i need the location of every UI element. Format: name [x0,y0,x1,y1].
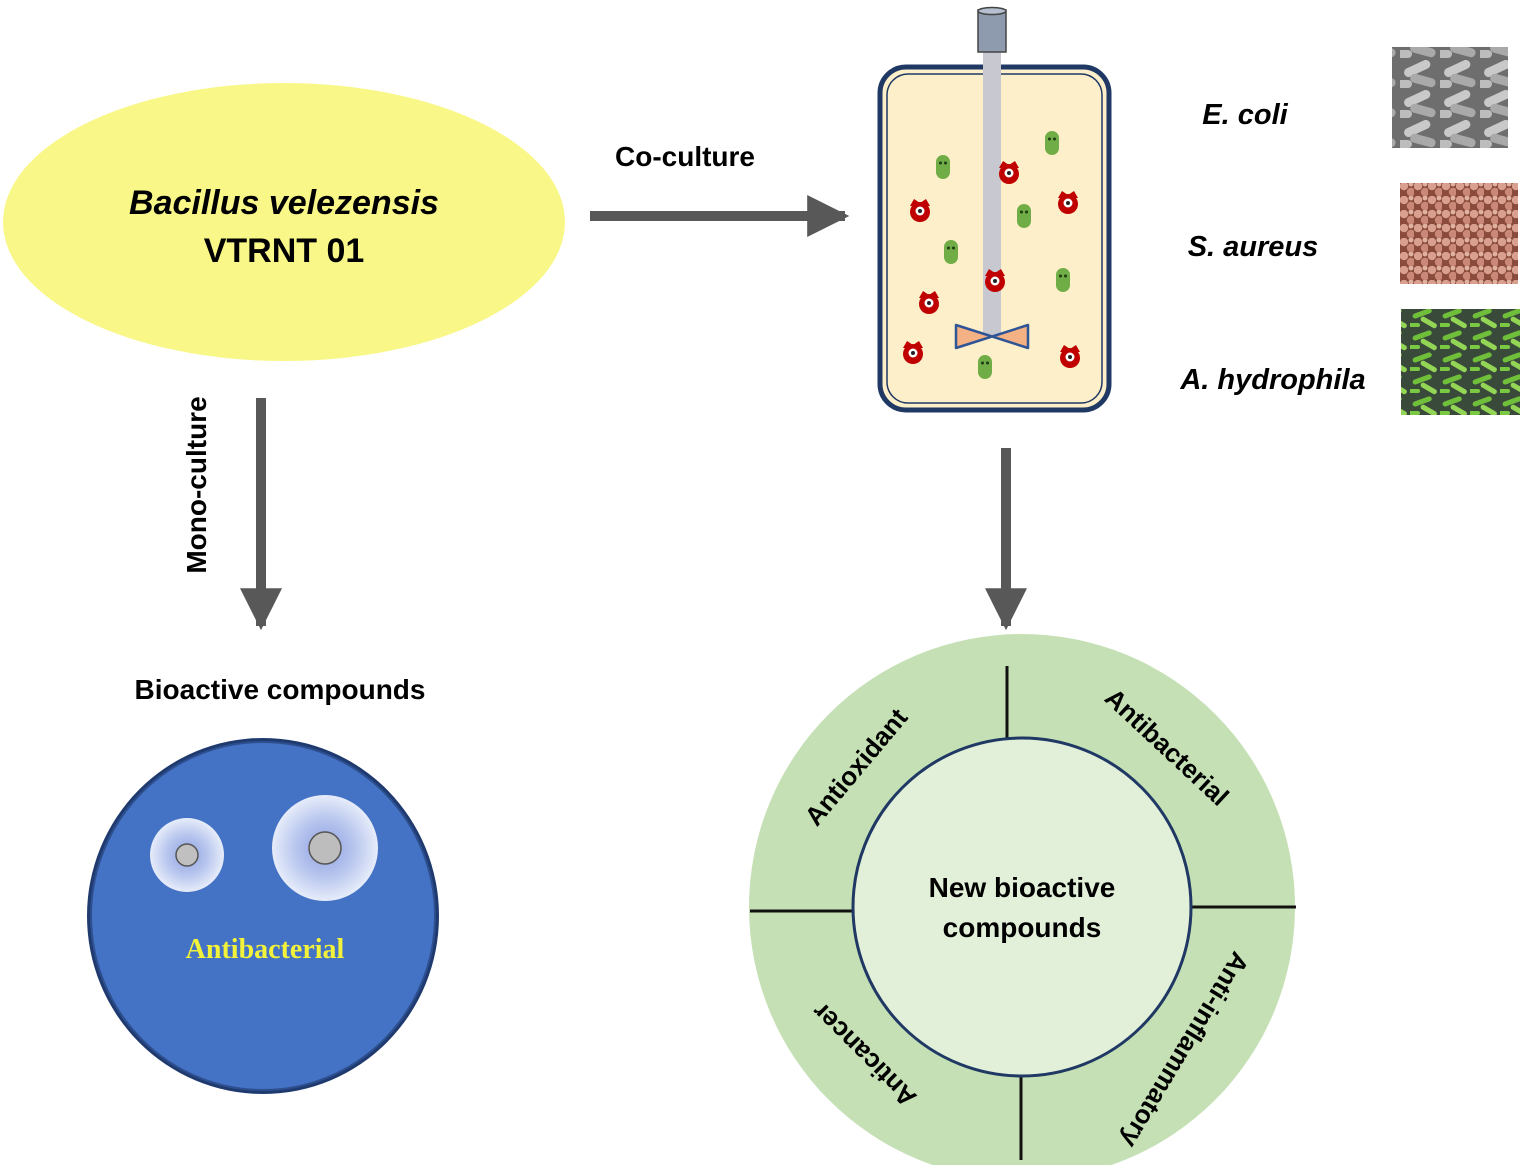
pathogen-name: E. coli [1202,99,1288,131]
red-microbe-icon [1058,191,1078,214]
green-microbe-icon [978,355,992,379]
bioreactor [877,6,1112,413]
green-microbe-icon [944,240,958,264]
organism-name: Bacillus velezensis [129,184,439,222]
well [308,831,342,865]
pathogen-name: S. aureus [1188,231,1319,263]
saureus-micrograph [1400,183,1518,284]
center-line-2: compounds [943,912,1102,943]
green-microbe-icon [936,155,950,179]
agar-plate: Antibacterial [87,738,439,1094]
coculture-label: Co-culture [615,141,755,172]
plate-label: Antibacterial [186,934,345,965]
aeromonas-micrograph [1401,309,1520,415]
ring-center [851,736,1193,1078]
stirrer-shaft [983,50,1001,335]
red-microbe-icon [999,161,1019,184]
red-microbe-icon [919,291,939,314]
pathogen-name: A. hydrophila [1179,364,1365,396]
green-microbe-icon [1056,268,1070,292]
red-microbe-icon [1060,345,1080,368]
activity-ring: New bioactive compounds Antioxidant Anti… [749,634,1296,1165]
red-microbe-icon [910,199,930,222]
impeller [954,323,1030,350]
bacillus-ellipse [3,83,565,361]
monoculture-label: Mono-culture [181,396,212,573]
mono-result-title: Bioactive compounds [135,674,426,705]
ecoli-micrograph [1392,47,1508,148]
center-line-1: New bioactive [929,872,1116,903]
red-microbe-icon [985,269,1005,292]
green-microbe-icon [1017,204,1031,228]
microbe-population [903,131,1080,379]
organism-strain: VTRNT 01 [204,232,365,270]
green-microbe-icon [1045,131,1059,155]
stirrer-cap [977,9,1007,53]
red-microbe-icon [903,341,923,364]
well [175,843,199,867]
